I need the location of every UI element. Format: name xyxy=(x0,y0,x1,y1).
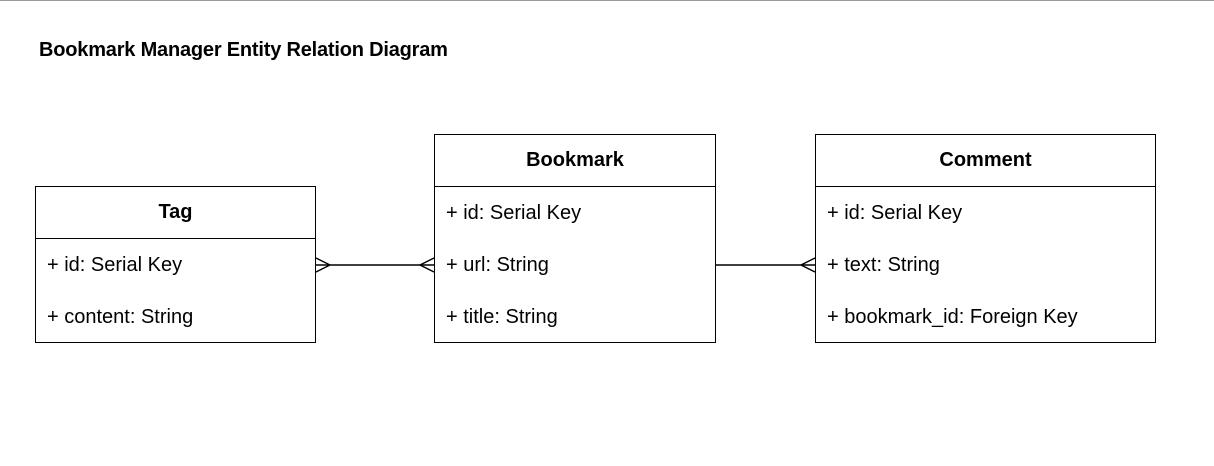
entity-bookmark[interactable]: Bookmark + id: Serial Key + url: String … xyxy=(434,134,716,343)
crows-foot-many-tag-end xyxy=(315,257,332,273)
entity-attribute: + id: Serial Key xyxy=(47,253,183,276)
entity-attribute: + content: String xyxy=(47,305,194,328)
entity-attribute: + bookmark_id: Foreign Key xyxy=(827,305,1078,328)
entity-attribute: + text: String xyxy=(827,253,940,276)
entity-comment[interactable]: Comment + id: Serial Key + text: String … xyxy=(815,134,1156,343)
entity-tag[interactable]: Tag + id: Serial Key + content: String xyxy=(35,186,316,343)
crows-foot-many-comment-end xyxy=(799,257,816,273)
relationship-tag-bookmark[interactable] xyxy=(315,257,435,273)
entity-attribute: + id: Serial Key xyxy=(827,201,963,224)
diagram-title: Bookmark Manager Entity Relation Diagram xyxy=(39,39,448,61)
entity-header-bookmark: Bookmark xyxy=(435,135,715,187)
entity-attribute: + title: String xyxy=(446,305,558,328)
relationship-bookmark-comment[interactable] xyxy=(716,257,816,273)
top-divider xyxy=(0,0,1214,1)
crows-foot-many-bookmark-end xyxy=(418,257,435,273)
entity-header-comment: Comment xyxy=(816,135,1155,187)
entity-attribute: + id: Serial Key xyxy=(446,201,582,224)
entity-attribute: + url: String xyxy=(446,253,549,276)
entity-header-tag: Tag xyxy=(36,187,315,239)
